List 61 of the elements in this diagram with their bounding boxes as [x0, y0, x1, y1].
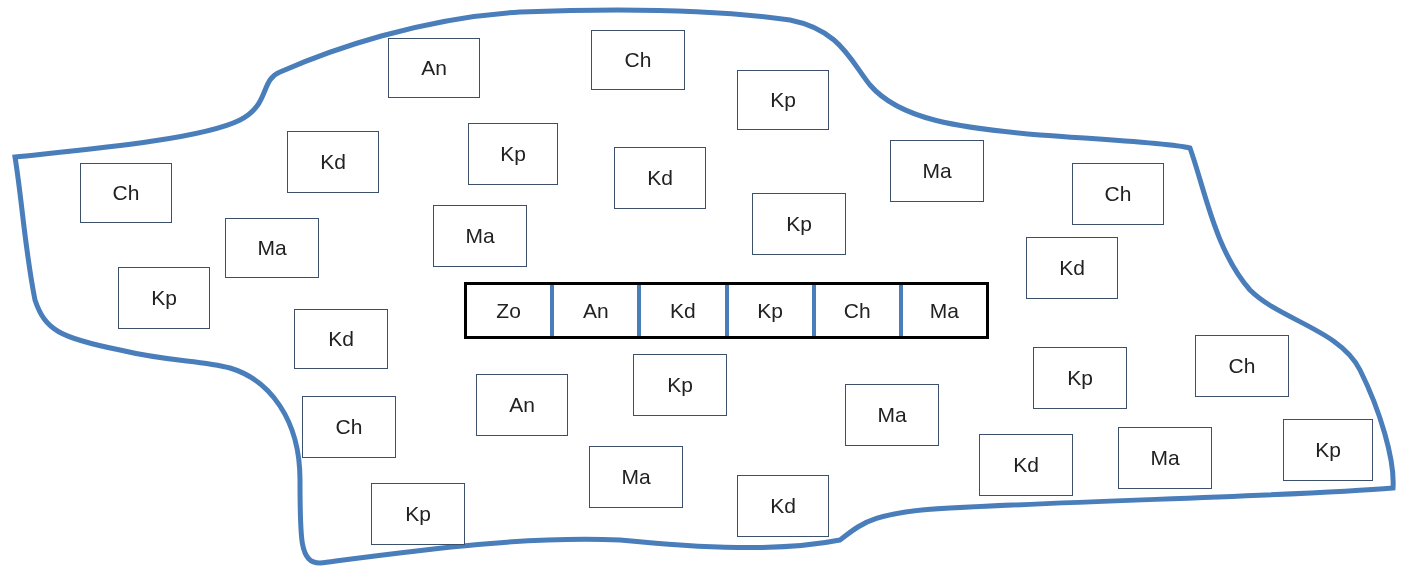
label-box: [371, 483, 465, 545]
label-box: [1033, 347, 1127, 409]
box-label: Kp: [786, 212, 812, 236]
label-box: [1072, 163, 1164, 225]
label-box: [737, 475, 829, 537]
label-box: [1026, 237, 1118, 299]
label-box: [287, 131, 379, 193]
box-label: Kp: [1315, 438, 1341, 462]
label-box: [1283, 419, 1373, 481]
box-label: Ch: [624, 48, 652, 72]
label-box: [737, 70, 829, 130]
segmented-bar: [464, 282, 989, 339]
box-label: An: [421, 56, 447, 80]
label-box: [845, 384, 939, 446]
segment-label: Zo: [496, 298, 521, 323]
box-label: Ch: [1104, 182, 1132, 206]
label-box: [294, 309, 388, 369]
box-label: Ma: [877, 403, 907, 427]
box-label: Kp: [667, 373, 693, 397]
label-box: [225, 218, 319, 278]
box-label: Kd: [328, 327, 354, 351]
box-label: Kd: [1059, 256, 1085, 280]
box-label: Ch: [1228, 354, 1256, 378]
segment-label: Ma: [929, 298, 960, 323]
box-label: Ma: [922, 159, 952, 183]
label-box: [1118, 427, 1212, 489]
label-box: [614, 147, 706, 209]
box-label: Kp: [405, 502, 431, 526]
label-box: [433, 205, 527, 267]
segment-label: Ch: [843, 298, 871, 323]
box-label: Kp: [500, 142, 526, 166]
box-label: Ma: [465, 224, 495, 248]
segment-label: An: [582, 298, 609, 323]
box-label: Ma: [257, 236, 287, 260]
box-label: Kp: [1067, 366, 1093, 390]
label-box: [589, 446, 683, 508]
box-label: Ma: [621, 465, 651, 489]
box-label: Kd: [320, 150, 346, 174]
label-box: [752, 193, 846, 255]
box-label: Kd: [1013, 453, 1039, 477]
label-box: [118, 267, 210, 329]
label-box: [302, 396, 396, 458]
box-label: Kp: [151, 286, 177, 310]
label-box: [591, 30, 685, 90]
label-box: [80, 163, 172, 223]
label-box: [979, 434, 1073, 496]
box-label: Ch: [112, 181, 140, 205]
box-label: Ch: [335, 415, 363, 439]
label-box: [388, 38, 480, 98]
box-label: Kd: [647, 166, 673, 190]
segment-label: Kd: [670, 298, 696, 323]
box-label: Kp: [770, 88, 796, 112]
label-box: [468, 123, 558, 185]
label-box: [890, 140, 984, 202]
label-box: [476, 374, 568, 436]
box-label: Ma: [1150, 446, 1180, 470]
label-box: [1195, 335, 1289, 397]
label-box: [633, 354, 727, 416]
segment-label: Kp: [757, 298, 783, 323]
box-label: Kd: [770, 494, 796, 518]
box-label: An: [509, 393, 535, 417]
